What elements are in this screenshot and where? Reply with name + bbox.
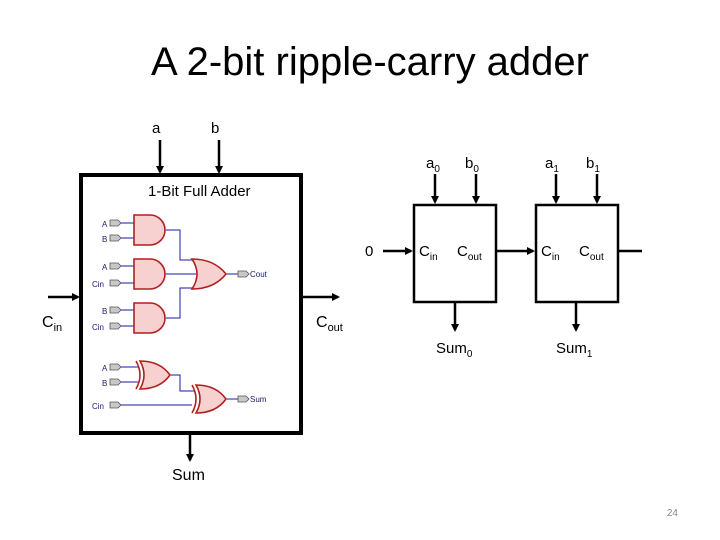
xor-gate-1	[138, 360, 171, 390]
stage1-cout-label: Cout	[579, 243, 604, 263]
carry-in-label: Cin	[42, 314, 62, 334]
and-gates	[133, 214, 166, 334]
full-adder-title: 1-Bit Full Adder	[148, 183, 251, 200]
internal-wires	[121, 222, 238, 406]
and-gate-2	[133, 258, 166, 290]
and2-input-cin: Cin	[92, 280, 104, 289]
and-gate-1	[133, 214, 166, 246]
and1-input-a: A	[102, 220, 108, 229]
sum-output-label: Sum	[250, 395, 267, 404]
carry-in-zero: 0	[365, 243, 373, 260]
xor1-input-b: B	[102, 379, 107, 388]
slide-title: A 2-bit ripple-carry adder	[151, 40, 589, 84]
input-pins	[109, 219, 122, 409]
and3-input-cin: Cin	[92, 323, 104, 332]
full-adder-box	[79, 173, 303, 435]
and2-input-a: A	[102, 263, 108, 272]
stage1-cin-label: Cin	[541, 243, 560, 263]
output-pins	[237, 270, 250, 403]
xor2-input-cin: Cin	[92, 402, 104, 411]
stage0-sum-label: Sum0	[436, 340, 473, 360]
stage0-cout-label: Cout	[457, 243, 482, 263]
and-gate-3	[133, 302, 166, 334]
cout-output-label: Cout	[250, 270, 268, 279]
input-a-label: a	[152, 120, 161, 137]
sum-label: Sum	[172, 467, 205, 484]
and1-input-b: B	[102, 235, 107, 244]
input-b-label: b	[211, 120, 219, 137]
carry-out-label: Cout	[316, 314, 343, 334]
xor-gate-2	[194, 384, 227, 414]
or-gate	[190, 258, 228, 290]
stage1-a-label: a1	[545, 155, 559, 175]
stage0-a-label: a0	[426, 155, 440, 175]
stage0-cin-label: Cin	[419, 243, 438, 263]
xor-gates	[135, 360, 227, 414]
and3-input-b: B	[102, 307, 107, 316]
stage1-b-label: b1	[586, 155, 600, 175]
stage1-sum-label: Sum1	[556, 340, 593, 360]
stage0-b-label: b0	[465, 155, 479, 175]
page-number: 24	[666, 508, 678, 519]
xor1-input-a: A	[102, 364, 108, 373]
